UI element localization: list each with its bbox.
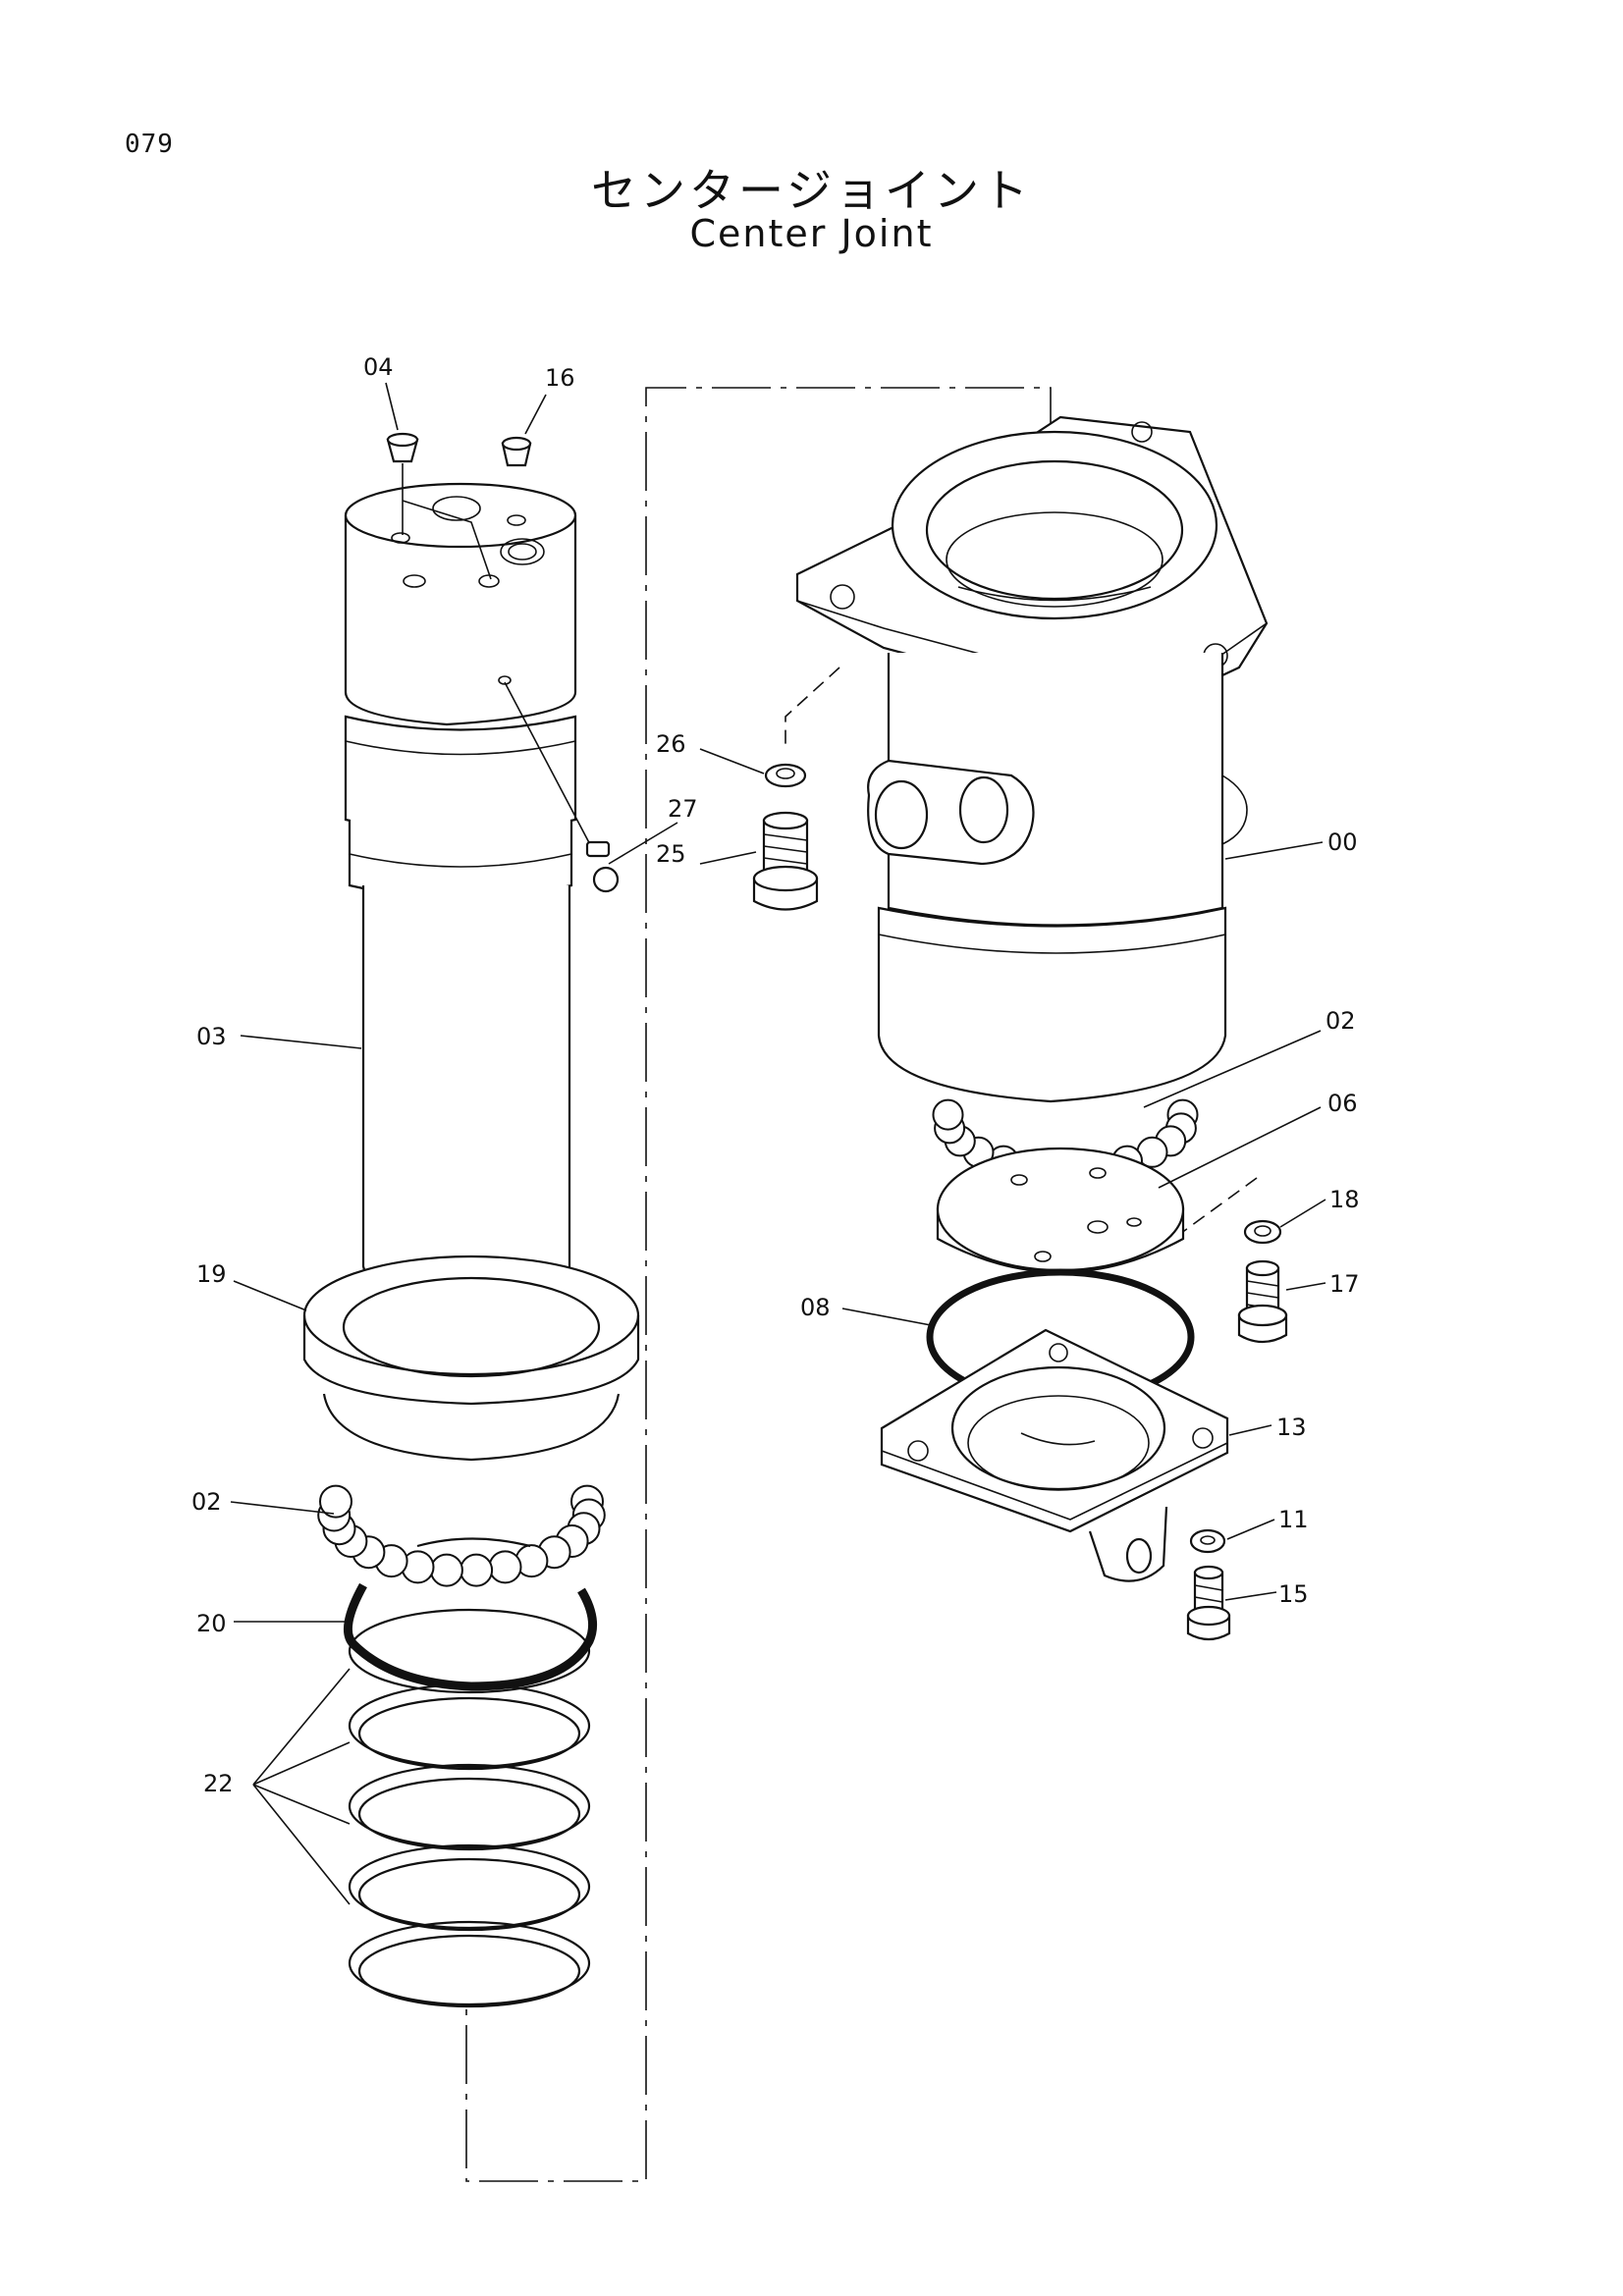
page-title-japanese: センタージョイント	[590, 164, 1033, 217]
callout-08: 08	[800, 1294, 831, 1321]
callout-16: 16	[545, 364, 575, 392]
callout-06: 06	[1327, 1090, 1358, 1117]
callout-17: 17	[1329, 1270, 1360, 1298]
plug-16	[501, 436, 532, 467]
seat-ring-19	[302, 1255, 640, 1462]
grease-fitting-27	[504, 681, 620, 893]
callout-20: 20	[196, 1610, 227, 1637]
callout-27: 27	[668, 795, 698, 823]
steel-ball	[460, 1553, 494, 1587]
bolt-17	[1237, 1259, 1288, 1344]
callout-18: 18	[1329, 1186, 1360, 1213]
callout-03: 03	[196, 1023, 227, 1050]
washer-26	[764, 763, 807, 788]
callout-00: 00	[1327, 828, 1358, 856]
callout-22: 22	[203, 1770, 234, 1797]
page-title-english: Center Joint	[689, 212, 934, 255]
body-part-00	[795, 415, 1269, 1103]
washer-11	[1189, 1528, 1226, 1554]
steel-balls-02-left	[317, 1484, 606, 1587]
callout-labels: 04 16 26 27 25 00 03 02 06 18 17 19 08 1…	[191, 353, 1360, 1797]
callout-04: 04	[363, 353, 394, 381]
callout-02-lower: 02	[191, 1488, 222, 1516]
washer-18	[1243, 1219, 1282, 1245]
callout-25: 25	[656, 840, 686, 868]
bolt-15	[1186, 1565, 1231, 1641]
page-number: 079	[125, 130, 174, 159]
steel-ball	[429, 1553, 463, 1587]
plug-04	[386, 432, 419, 463]
callout-26: 26	[656, 730, 686, 758]
steel-ball	[932, 1098, 964, 1131]
seal-rings-22	[348, 1608, 591, 2008]
callout-19: 19	[196, 1260, 227, 1288]
callout-13: 13	[1276, 1414, 1307, 1441]
bolt-25	[752, 811, 819, 911]
cover-plate-06	[936, 1147, 1185, 1273]
bottom-cover-13	[880, 1328, 1229, 1582]
callout-15: 15	[1278, 1580, 1309, 1608]
callout-02-upper: 02	[1325, 1007, 1356, 1035]
snap-ring-20	[343, 1582, 598, 1691]
steel-ball	[488, 1550, 522, 1584]
callout-11: 11	[1278, 1506, 1309, 1533]
spindle-part	[344, 482, 577, 1315]
steel-ball	[319, 1484, 352, 1519]
leader-lines	[230, 382, 1326, 1905]
